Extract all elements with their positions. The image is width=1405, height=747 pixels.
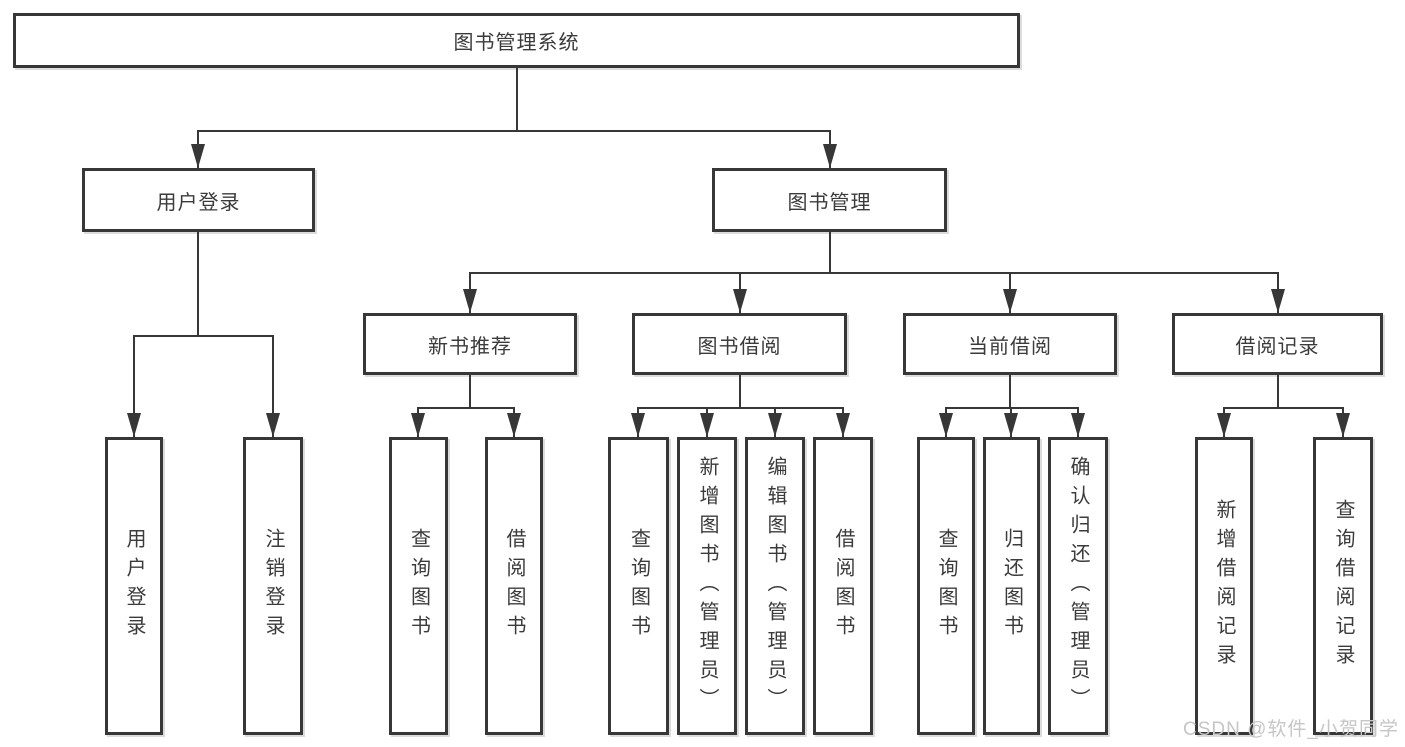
node-book-borrowing: 图书借阅 <box>632 313 847 375</box>
node-book-management: 图书管理 <box>712 168 947 232</box>
arrow-down-icon <box>823 144 837 168</box>
node-current-borrowing: 当前借阅 <box>903 313 1117 375</box>
connector-to-leaf-logout <box>272 335 274 437</box>
leaf-confirm-return-admin: 确认归还（管理员） <box>1048 437 1108 735</box>
arrow-down-icon <box>631 413 645 437</box>
arrow-down-icon <box>768 413 782 437</box>
node-new-book-recommendation: 新书推荐 <box>363 313 577 375</box>
connector-currentborrow-stem <box>1009 375 1011 407</box>
connector-root-branch <box>197 130 831 132</box>
arrow-down-icon <box>1336 413 1350 437</box>
arrow-down-icon <box>507 413 521 437</box>
connector-bookmgmt-branch <box>469 272 1279 274</box>
arrow-down-icon <box>127 413 141 437</box>
arrow-down-icon <box>411 413 425 437</box>
connector-bookmgmt-stem <box>829 232 831 272</box>
connector-newbook-branch <box>417 407 515 409</box>
arrow-down-icon <box>1071 413 1085 437</box>
arrow-down-icon <box>266 413 280 437</box>
leaf-search-borrow-record: 查询借阅记录 <box>1313 437 1373 735</box>
arrow-down-icon <box>700 413 714 437</box>
arrow-down-icon <box>463 289 477 313</box>
connector-newbook-stem <box>469 375 471 407</box>
leaf-user-login: 用户登录 <box>105 437 163 735</box>
connector-userlogin-branch <box>133 335 274 337</box>
connector-borrowrecords-branch <box>1223 407 1344 409</box>
leaf-borrow-books: 借阅图书 <box>813 437 873 735</box>
leaf-search-books-current: 查询图书 <box>917 437 975 735</box>
leaf-logout: 注销登录 <box>243 437 303 735</box>
leaf-add-books-admin: 新增图书（管理员） <box>677 437 737 735</box>
arrow-down-icon <box>1217 413 1231 437</box>
leaf-edit-books-admin: 编辑图书（管理员） <box>745 437 805 735</box>
leaf-search-books-borrowing: 查询图书 <box>608 437 669 735</box>
csdn-watermark: CSDN @软件_小贺同学 <box>1183 719 1399 740</box>
arrow-down-icon <box>939 413 953 437</box>
node-library-management-system: 图书管理系统 <box>13 13 1020 68</box>
connector-bookborrow-stem <box>739 375 741 407</box>
arrow-down-icon <box>1271 289 1285 313</box>
arrow-down-icon <box>733 289 747 313</box>
leaf-add-borrow-record: 新增借阅记录 <box>1195 437 1253 735</box>
leaf-borrow-books-recommend: 借阅图书 <box>485 437 543 735</box>
arrow-down-icon <box>1004 413 1018 437</box>
node-borrow-records: 借阅记录 <box>1172 313 1383 375</box>
connector-userlogin-stem <box>197 232 199 335</box>
arrow-down-icon <box>1003 289 1017 313</box>
connector-to-leaf-user-login <box>133 335 135 437</box>
arrow-down-icon <box>191 144 205 168</box>
connector-currentborrow-branch <box>945 407 1079 409</box>
node-user-login: 用户登录 <box>82 168 315 232</box>
leaf-return-books: 归还图书 <box>983 437 1040 735</box>
arrow-down-icon <box>836 413 850 437</box>
leaf-search-books-recommend: 查询图书 <box>389 437 448 735</box>
connector-root-stem <box>516 68 518 130</box>
connector-bookborrow-branch <box>637 407 844 409</box>
connector-borrowrecords-stem <box>1277 375 1279 407</box>
